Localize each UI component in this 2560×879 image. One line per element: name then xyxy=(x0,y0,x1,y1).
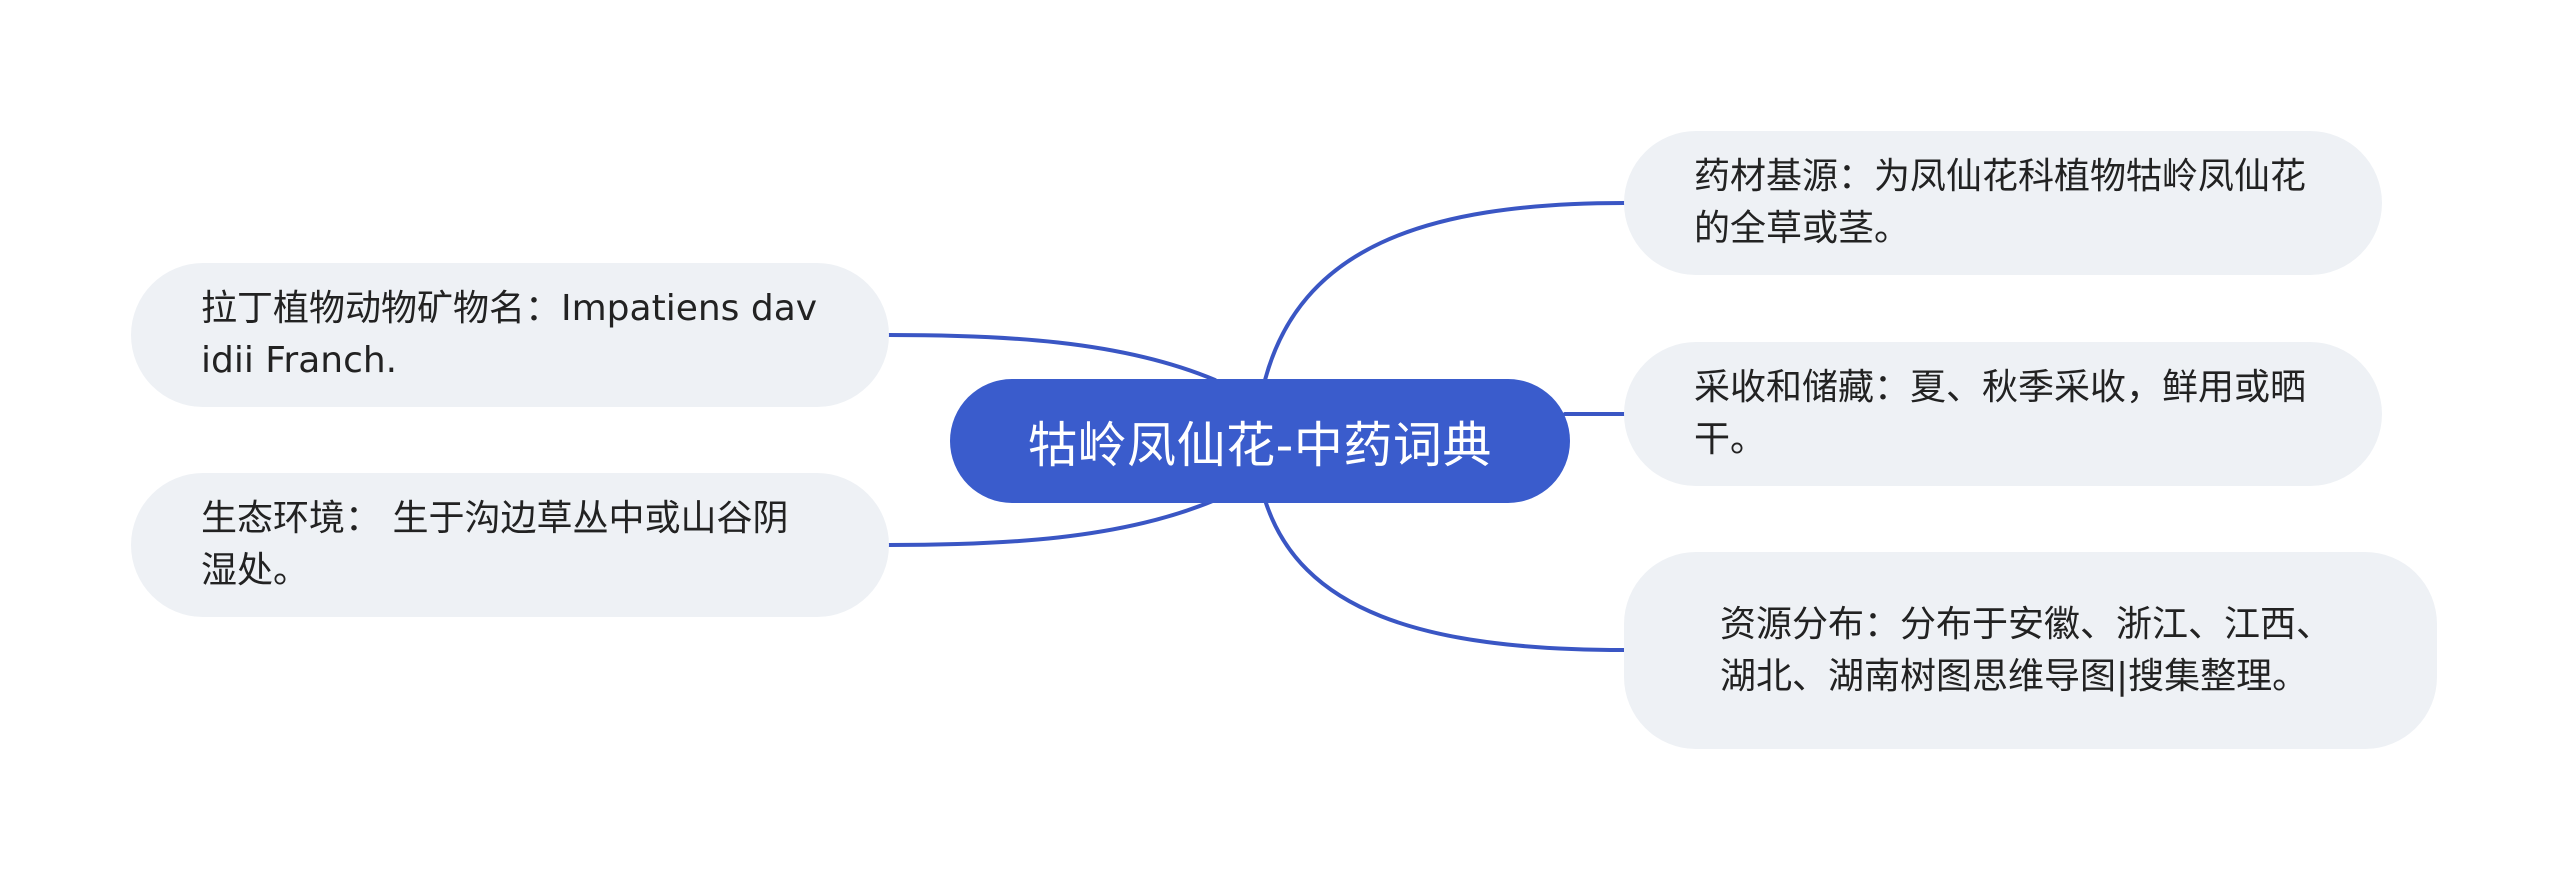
branch-habitat-label: 生态环境： 生于沟边草丛中或山谷阴湿处。 xyxy=(201,498,789,591)
branch-habitat[interactable]: 生态环境： 生于沟边草丛中或山谷阴湿处。 xyxy=(131,473,889,617)
branch-latin-name[interactable]: 拉丁植物动物矿物名：Impatiens davidii Franch. xyxy=(131,263,889,407)
branch-distribution-label: 资源分布：分布于安徽、浙江、江西、湖北、湖南树图思维导图|搜集整理。 xyxy=(1720,603,2333,697)
branch-origin[interactable]: 药材基源：为凤仙花科植物牯岭凤仙花的全草或茎。 xyxy=(1624,131,2382,275)
branch-origin-label: 药材基源：为凤仙花科植物牯岭凤仙花的全草或茎。 xyxy=(1694,156,2307,249)
branch-distribution[interactable]: 资源分布：分布于安徽、浙江、江西、湖北、湖南树图思维导图|搜集整理。 xyxy=(1624,552,2437,749)
root-topic-label: 牯岭凤仙花-中药词典 xyxy=(1028,416,1492,474)
connector-latin xyxy=(887,333,1217,382)
branch-latin-name-label: 拉丁植物动物矿物名：Impatiens davidii Franch. xyxy=(201,288,818,381)
branch-harvest[interactable]: 采收和储藏：夏、秋季采收，鲜用或晒干。 xyxy=(1624,342,2382,486)
connector-habitat xyxy=(887,498,1217,547)
connector-distribution xyxy=(1263,498,1626,652)
root-topic[interactable]: 牯岭凤仙花-中药词典 xyxy=(950,379,1570,503)
branch-harvest-label: 采收和储藏：夏、秋季采收，鲜用或晒干。 xyxy=(1694,367,2307,460)
connector-origin xyxy=(1263,201,1626,382)
